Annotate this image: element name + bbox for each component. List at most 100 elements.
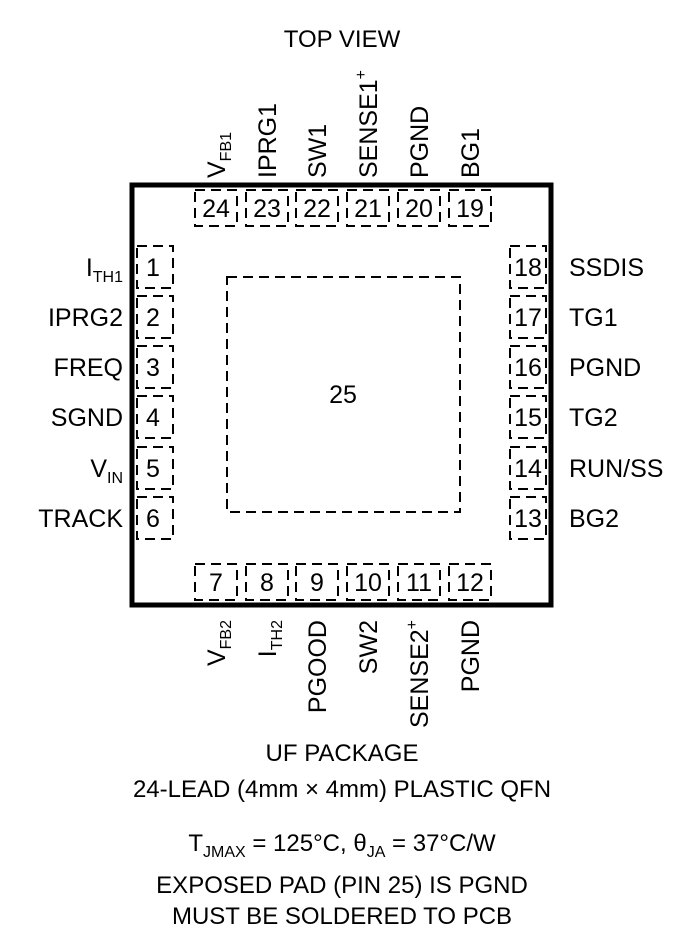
pin-16-name: PGND: [569, 354, 641, 382]
pin-17-name: TG1: [569, 304, 618, 332]
pin-15-label: TG2: [569, 404, 618, 432]
pin-7-number: 7: [209, 569, 223, 597]
thermal-t-sub: JMAX: [203, 844, 246, 861]
pin-8-name: I: [254, 650, 282, 657]
pin-13-number: 13: [514, 505, 542, 533]
theta-sub: JA: [367, 844, 386, 861]
pin-5-name: V: [90, 455, 107, 483]
pin-8-label: ITH2: [254, 620, 286, 657]
thermal-note: TJMAX = 125°C, θJA = 37°C/W: [188, 830, 496, 861]
pin-1-pad: [136, 245, 174, 289]
pin-19-pad: [448, 189, 492, 227]
pin-20-label: PGND: [406, 106, 434, 178]
pin-7-name: V: [203, 649, 231, 666]
pin-14-label: RUN/SS: [569, 455, 663, 483]
pin-22-pad: [295, 189, 339, 227]
pin-1-number: 1: [146, 254, 160, 282]
pin-9-number: 9: [310, 569, 324, 597]
pin-2-pad: [136, 295, 174, 339]
pin-13-label: BG2: [569, 505, 619, 533]
package-outline: [129, 182, 554, 608]
pin-1-label: ITH1: [86, 254, 123, 286]
pin-23-label: IPRG1: [254, 103, 282, 178]
pin-12-number: 12: [456, 569, 484, 597]
pin-24-label: VFB1: [203, 132, 235, 178]
pin-11-number: 11: [406, 569, 432, 597]
pin-5-label: VIN: [90, 455, 123, 487]
pin-8-pad: [245, 563, 289, 601]
pin-15-name: TG2: [569, 404, 618, 432]
pin-3-name: FREQ: [54, 354, 123, 382]
pin-16-number: 16: [514, 354, 542, 382]
pin-9-name: PGOOD: [304, 620, 332, 713]
pin-18-number: 18: [514, 254, 542, 282]
exposed-pad-note: EXPOSED PAD (PIN 25) IS PGND: [156, 872, 528, 899]
pin-21-label: SENSE1+: [353, 70, 383, 178]
pin-20-pad: [397, 189, 441, 227]
pin-18-pad: [509, 245, 547, 289]
pin-11-pad: [397, 563, 441, 601]
pin-3-number: 3: [146, 354, 160, 382]
pin-6-number: 6: [146, 505, 160, 533]
pin-3-pad: [136, 345, 174, 389]
pin-13-name: BG2: [569, 505, 619, 533]
pin-10-pad: [346, 563, 390, 601]
pin-21-superscript: +: [353, 70, 370, 79]
pin-10-name: SW2: [355, 620, 383, 674]
pin-18-name: SSDIS: [569, 254, 644, 282]
pin-24-pad: [194, 189, 238, 227]
pin-1-subscript: TH1: [93, 269, 123, 286]
pin-22-label: SW1: [304, 124, 332, 178]
pin-14-name: RUN/SS: [569, 455, 663, 483]
pin-14-number: 14: [514, 455, 542, 483]
pin-19-name: BG1: [457, 128, 485, 178]
pin-17-label: TG1: [569, 304, 618, 332]
pin-20-number: 20: [405, 195, 433, 223]
pin-21-name: SENSE1: [355, 79, 383, 178]
pin-4-number: 4: [146, 404, 160, 432]
pin-7-label: VFB2: [203, 620, 235, 666]
package-description: 24-LEAD (4mm × 4mm) PLASTIC QFN: [133, 776, 551, 803]
pin-20-name: PGND: [406, 106, 434, 178]
pin-16-label: PGND: [569, 354, 641, 382]
pin-10-label: SW2: [355, 620, 383, 674]
pin-12-name: PGND: [457, 620, 485, 692]
pin-6-name: TRACK: [38, 505, 123, 533]
pin-3-label: FREQ: [54, 354, 123, 382]
pin-24-name: V: [203, 161, 231, 178]
pin-11-label: SENSE2+: [404, 620, 434, 728]
theta-symbol: θ: [353, 830, 366, 857]
pin-5-pad: [136, 446, 174, 490]
pin-11-superscript: +: [404, 620, 421, 629]
pin-8-number: 8: [260, 569, 274, 597]
pin-14-pad: [509, 446, 547, 490]
pin-16-pad: [509, 345, 547, 389]
pin-23-name: IPRG1: [254, 103, 282, 178]
pin-2-number: 2: [146, 304, 160, 332]
pin-11-name: SENSE2: [406, 629, 434, 728]
thermal-t-value: = 125°C,: [246, 830, 354, 857]
pin-10-number: 10: [354, 569, 382, 597]
solder-note: MUST BE SOLDERED TO PCB: [172, 903, 512, 930]
thermal-t: T: [188, 830, 203, 857]
pin-15-number: 15: [514, 404, 542, 432]
pin-24-subscript: FB1: [218, 132, 235, 161]
theta-value: = 37°C/W: [385, 830, 496, 857]
pin-17-number: 17: [514, 304, 542, 332]
pin-9-pad: [295, 563, 339, 601]
pin-2-label: IPRG2: [48, 304, 123, 332]
pin-5-subscript: IN: [107, 470, 123, 487]
pin-7-subscript: FB2: [218, 620, 235, 649]
pin-23-pad: [245, 189, 289, 227]
pin-23-number: 23: [253, 195, 281, 223]
pin-19-number: 19: [456, 195, 484, 223]
pin-22-number: 22: [303, 195, 331, 223]
pin-6-pad: [136, 496, 174, 540]
pin-4-pad: [136, 395, 174, 439]
pin-17-pad: [509, 295, 547, 339]
pin-6-label: TRACK: [38, 505, 123, 533]
pin-4-name: SGND: [51, 404, 123, 432]
pin-7-pad: [194, 563, 238, 601]
top-view-title: TOP VIEW: [284, 26, 401, 53]
